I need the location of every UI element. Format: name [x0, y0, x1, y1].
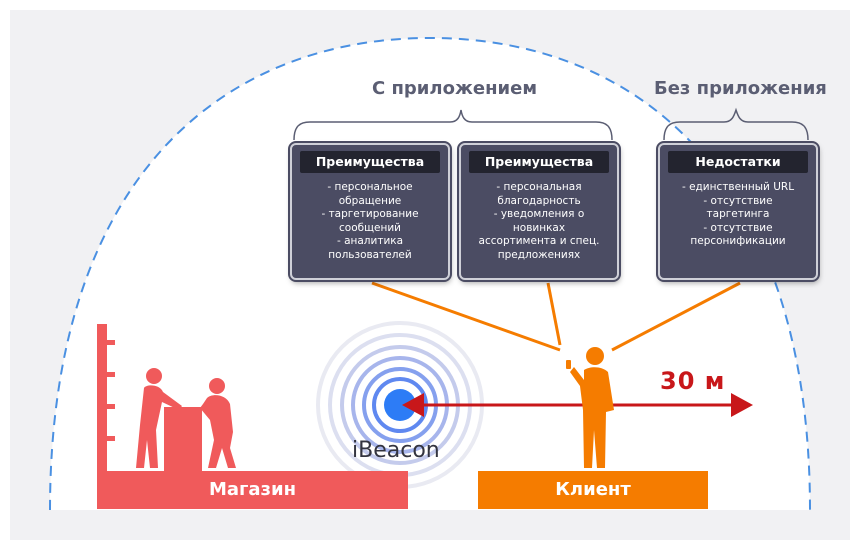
card-line: - аналитика [336, 235, 404, 248]
card-line: предложениях [497, 248, 581, 261]
card-line: - уведомления о [493, 208, 585, 221]
shoppers-silhouette-icon [136, 368, 236, 468]
connector-line-1 [371, 281, 561, 352]
distance-label: 30 м [660, 367, 726, 395]
card-line: - отсутствие [703, 221, 773, 234]
brace-with-app-icon [293, 109, 613, 141]
group-title-with-app: С приложением [372, 78, 538, 99]
store-building-icon [97, 324, 202, 474]
card-title: Преимущества [300, 151, 440, 173]
card-line: - персональная [496, 181, 582, 193]
card-line: ассортимента и спец. [478, 235, 600, 248]
card-body: - единственный URL - отсутствие таргетин… [660, 181, 816, 249]
client-silhouette-icon [566, 347, 614, 468]
double-arrow-icon [402, 393, 753, 417]
card-disadvantages: Недостатки - единственный URL - отсутств… [658, 143, 818, 280]
card-line: - отсутствие [703, 194, 773, 207]
card-title: Недостатки [668, 151, 808, 173]
card-advantages-1: Преимущества - персональное обращение - … [290, 143, 450, 280]
beacon-dot [384, 389, 416, 421]
card-line: обращение [338, 194, 402, 207]
card-line: новинках [512, 221, 566, 234]
card-line: пользователей [328, 248, 412, 261]
card-body: - персональная благодарность - уведомлен… [461, 181, 617, 263]
card-line: - персональное [327, 181, 413, 193]
store-bar: Магазин [97, 471, 408, 509]
card-line: сообщений [339, 221, 401, 234]
connector-line-3 [611, 281, 741, 352]
coverage-dashed-arc [49, 36, 811, 511]
card-line: персонификации [690, 235, 786, 248]
card-title: Преимущества [469, 151, 609, 173]
brace-without-app-icon [663, 107, 809, 141]
card-line: - таргетирование [321, 208, 419, 221]
group-title-without-app: Без приложения [654, 78, 827, 99]
card-body: - персональное обращение - таргетировани… [292, 181, 448, 263]
card-line: таргетинга [706, 208, 770, 221]
connector-line-2 [546, 282, 562, 346]
card-advantages-2: Преимущества - персональная благодарност… [459, 143, 619, 280]
card-line: - единственный URL [681, 181, 795, 193]
beacon-label: iBeacon [352, 438, 440, 463]
card-line: благодарность [497, 194, 581, 207]
client-bar: Клиент [478, 471, 708, 509]
